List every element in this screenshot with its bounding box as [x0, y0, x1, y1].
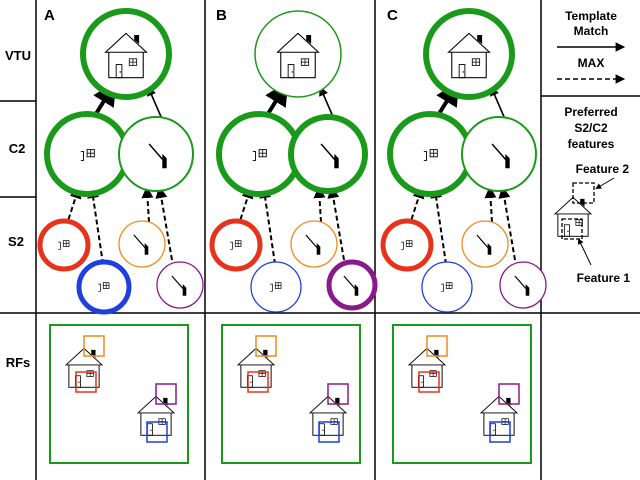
- rf-box-purple: [327, 383, 349, 405]
- c2-unit-b-circle: [288, 114, 368, 194]
- template-arrow-c2b-vtu: [319, 86, 335, 120]
- receptive-field-frame: [49, 324, 189, 464]
- max-arrow-s2a-c2a: [65, 186, 82, 228]
- template-arrow-c2b-vtu: [147, 86, 163, 120]
- receptive-field-frame: [221, 324, 361, 464]
- hierarchy-panels: A B C: [37, 7, 547, 464]
- max-arrow-s2a-c2a: [237, 186, 254, 228]
- feature2-dashed-box: [572, 182, 595, 204]
- s2-unit-a-circle: [380, 218, 434, 272]
- s2-unit-a-circle: [37, 218, 91, 272]
- panel-a: A: [37, 7, 204, 464]
- max-arrow-s2d-c2b: [155, 186, 173, 261]
- legend-preferred-line2: S2/C2: [574, 121, 608, 135]
- rf-box-purple: [155, 383, 177, 405]
- max-arrow-s2b-c2a: [430, 186, 447, 265]
- feature2-pointer: [595, 177, 615, 190]
- connection-arrows: [408, 81, 516, 265]
- c2-unit-b-circle: [461, 116, 537, 192]
- s2-unit-b-circle: [250, 261, 302, 313]
- max-arrow-s2b-c2a: [87, 186, 104, 265]
- rf-box-red: [418, 371, 440, 393]
- legend-feature2: Feature 2: [576, 162, 630, 176]
- max-arrow-s2c-c2b: [484, 186, 497, 223]
- row-label-rfs: RFs: [6, 355, 31, 370]
- rf-box-blue: [318, 421, 340, 443]
- feature1-pointer: [578, 238, 592, 266]
- receptive-field-boxes: [247, 335, 349, 443]
- rf-box-orange: [83, 335, 105, 357]
- rf-box-orange: [426, 335, 448, 357]
- legend-preferred-line1: Preferred: [564, 105, 617, 119]
- legend-preferred-line3: features: [568, 137, 615, 151]
- row-label-s2: S2: [8, 234, 24, 249]
- max-arrow-s2c-c2b: [313, 186, 326, 223]
- feature1-dashed-box: [561, 218, 583, 240]
- rf-box-red: [75, 371, 97, 393]
- rf-box-blue: [146, 421, 168, 443]
- receptive-field-boxes: [418, 335, 520, 443]
- panel-letter: A: [44, 7, 55, 24]
- rf-box-red: [247, 371, 269, 393]
- s2-unit-a-circle: [209, 218, 263, 272]
- panel-c: C: [380, 7, 547, 464]
- panel-letter: C: [387, 7, 398, 24]
- max-arrow-s2d-c2b: [498, 186, 516, 261]
- row-label-vtu: VTU: [5, 48, 31, 63]
- s2-unit-b-circle: [421, 261, 473, 313]
- rf-box-blue: [489, 421, 511, 443]
- legend-feature1: Feature 1: [577, 271, 631, 285]
- legend-template-line2: Match: [574, 24, 609, 38]
- legend-max: MAX: [578, 56, 605, 70]
- template-arrow-c2b-vtu: [490, 86, 506, 120]
- max-arrow-s2b-c2a: [259, 186, 276, 265]
- max-arrow-s2d-c2b: [327, 186, 345, 261]
- c2-unit-b-circle: [118, 116, 194, 192]
- max-arrow-s2a-c2a: [408, 186, 425, 228]
- legend-template-line1: Template: [565, 9, 617, 23]
- connection-arrows: [237, 81, 345, 265]
- row-label-c2: C2: [9, 141, 26, 156]
- panel-b: B: [209, 7, 378, 464]
- receptive-field-boxes: [75, 335, 177, 443]
- rf-box-purple: [498, 383, 520, 405]
- max-arrow-s2c-c2b: [141, 186, 154, 223]
- panel-letter: B: [216, 7, 227, 24]
- rf-box-orange: [255, 335, 277, 357]
- receptive-field-frame: [392, 324, 532, 464]
- s2-unit-b-circle: [76, 259, 132, 315]
